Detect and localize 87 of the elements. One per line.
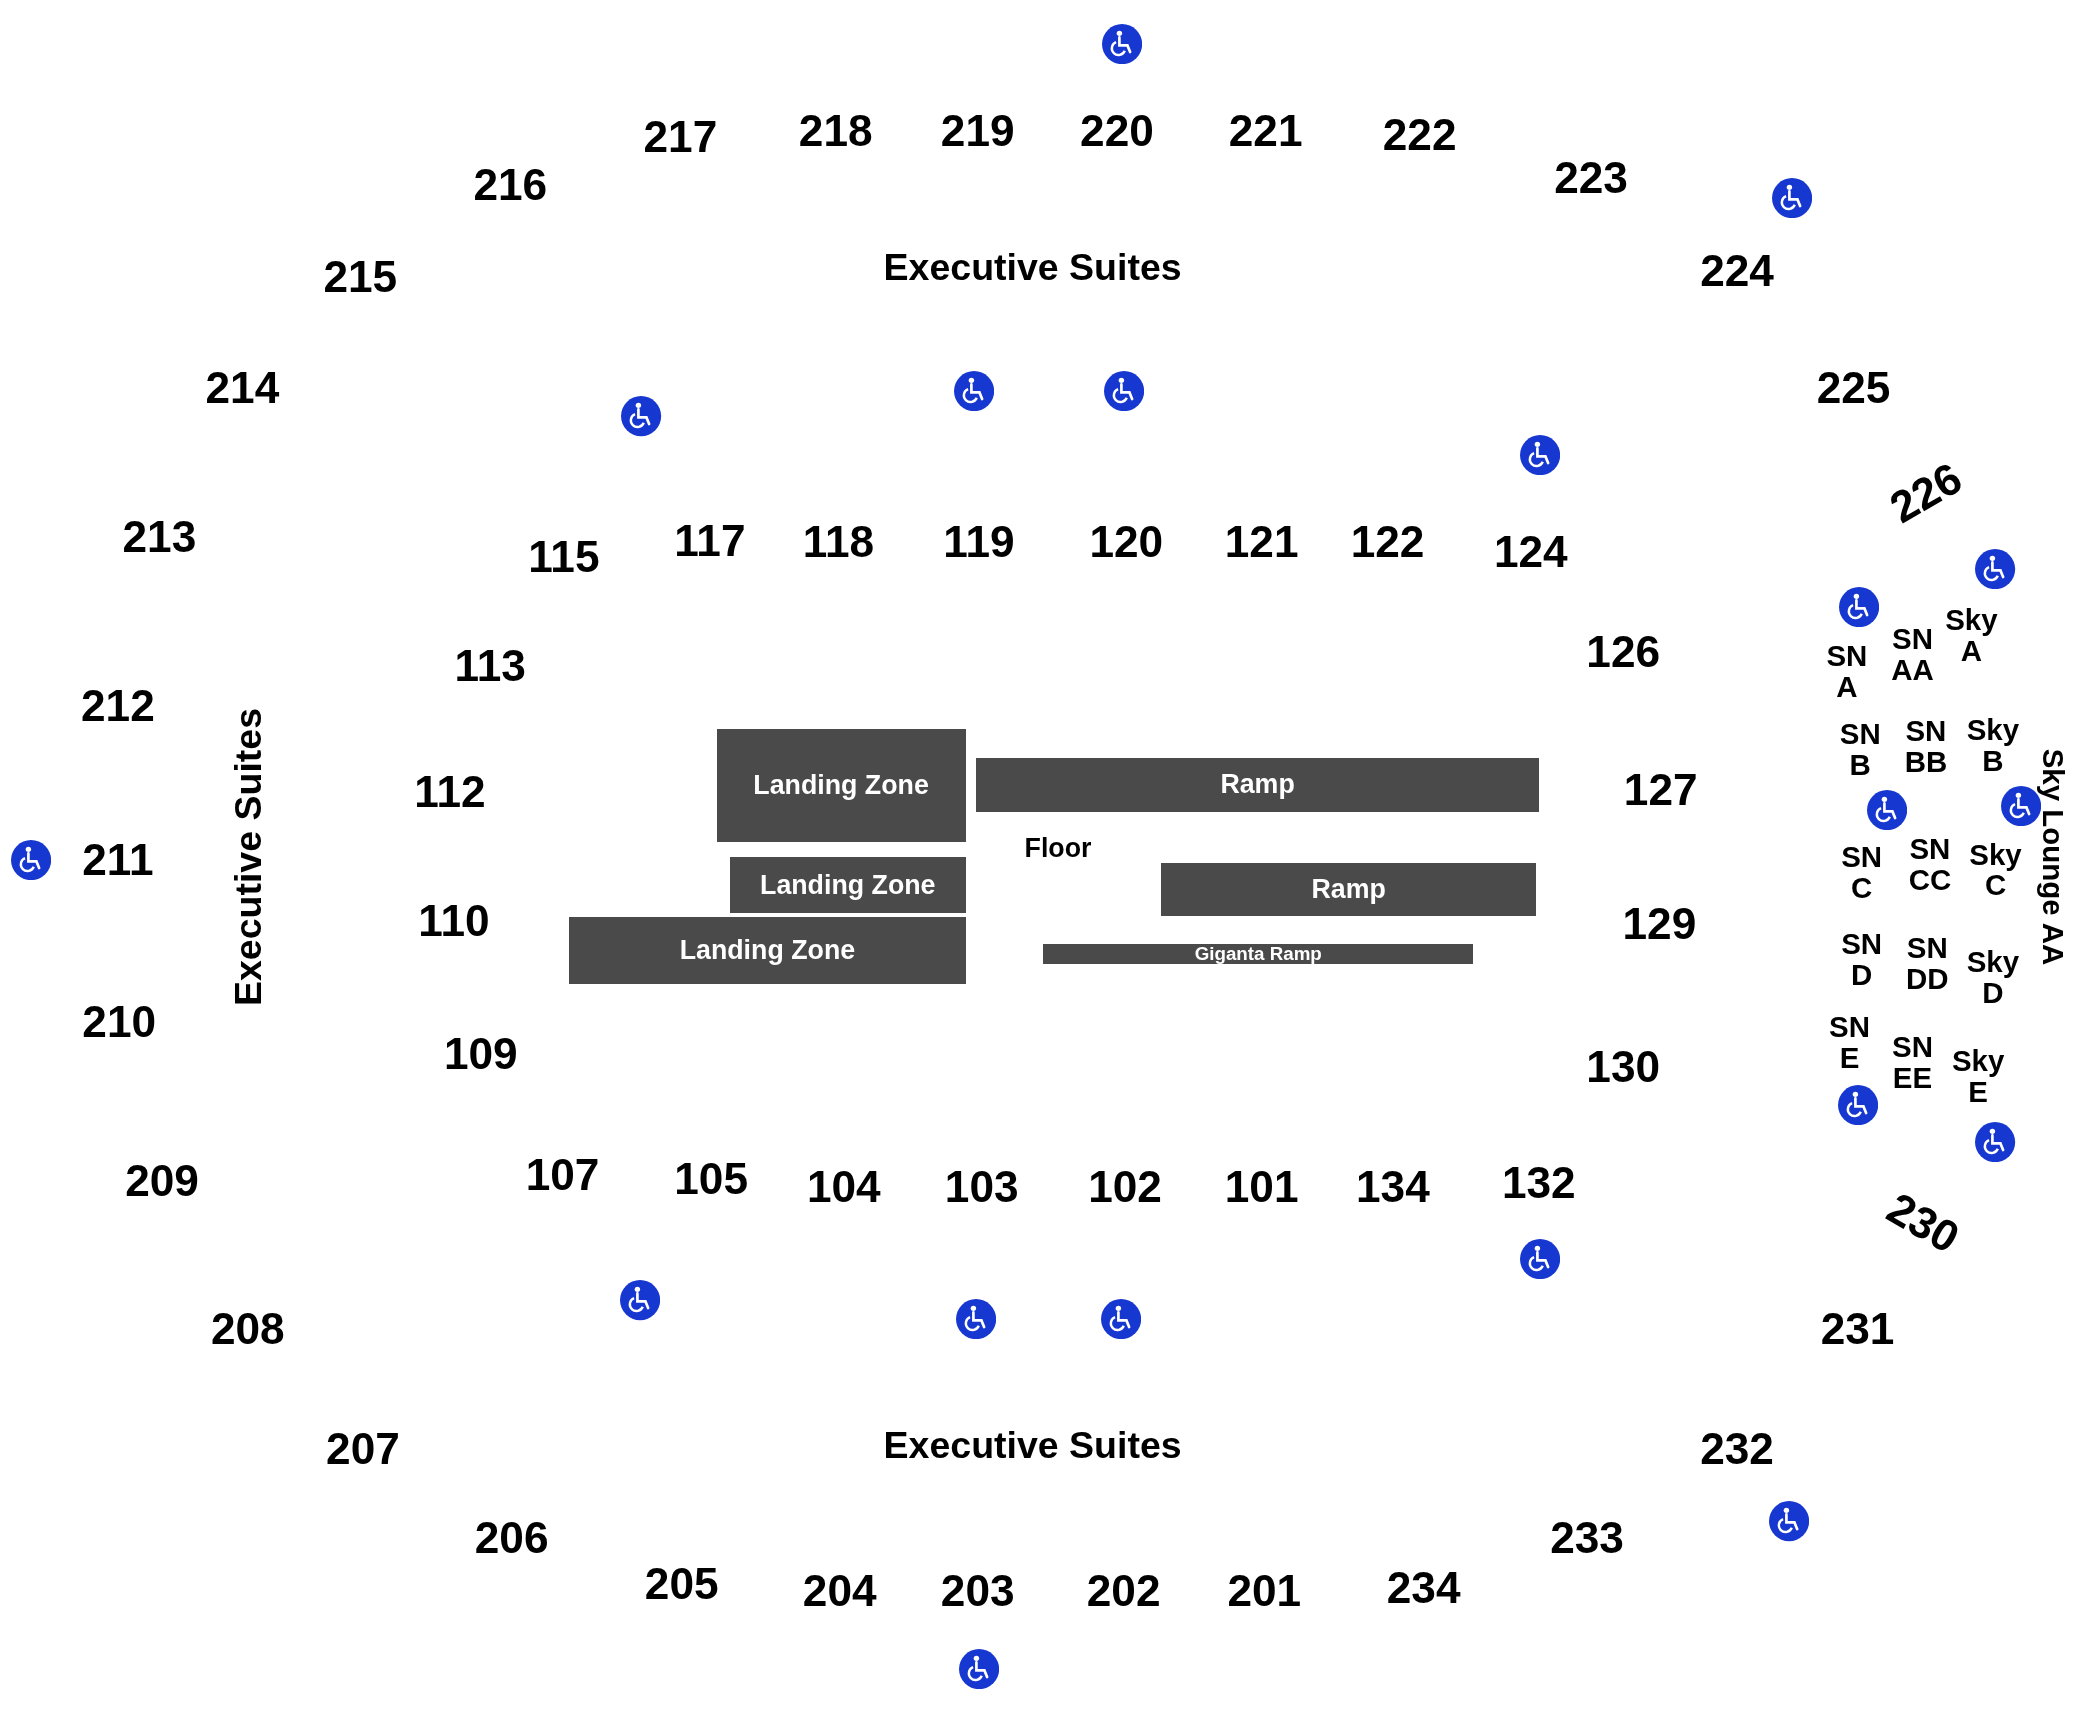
section-number: 206 xyxy=(474,1514,549,1561)
section-number: 202 xyxy=(1086,1567,1161,1615)
section-number: 126 xyxy=(1586,629,1661,676)
section-number: 130 xyxy=(1586,1044,1661,1091)
box-label: SN DD xyxy=(1905,933,1949,996)
box-label: SN AA xyxy=(1891,623,1934,686)
section-number: 230 xyxy=(1879,1184,1967,1262)
section-number: 118 xyxy=(802,519,875,566)
section-number: 203 xyxy=(940,1567,1015,1615)
section-number: 113 xyxy=(454,642,526,689)
box-label: Sky C xyxy=(1969,839,2022,902)
section-number: 217 xyxy=(643,113,718,160)
floor-area-block xyxy=(1043,944,1474,965)
box-label: SN B xyxy=(1839,719,1881,781)
section-number: 208 xyxy=(210,1305,285,1352)
section-number: 215 xyxy=(323,254,398,301)
section-number: 224 xyxy=(1700,247,1774,294)
section-number: 204 xyxy=(802,1567,877,1615)
section-number: 216 xyxy=(473,161,548,208)
section-number: 110 xyxy=(418,898,490,945)
section-number: 132 xyxy=(1501,1159,1576,1206)
section-number: 105 xyxy=(674,1155,748,1202)
section-number: 127 xyxy=(1623,766,1698,814)
section-number: 117 xyxy=(674,517,746,565)
section-number: 219 xyxy=(940,108,1015,155)
floor-area-block xyxy=(1161,862,1537,917)
box-label: SN D xyxy=(1841,929,1883,992)
section-number: 102 xyxy=(1088,1163,1162,1210)
box-label: SN A xyxy=(1826,641,1868,704)
section-number: 205 xyxy=(644,1561,719,1608)
area-label: Landing Zone xyxy=(760,869,936,901)
section-number: 121 xyxy=(1224,519,1299,566)
box-label: SN C xyxy=(1841,842,1883,905)
area-label: Executive Suites xyxy=(883,248,1182,288)
section-number: 109 xyxy=(443,1030,518,1078)
section-number: 212 xyxy=(81,682,155,729)
section-number: 231 xyxy=(1820,1305,1895,1352)
area-label: Ramp xyxy=(1311,873,1386,905)
area-label: Ramp xyxy=(1220,769,1295,801)
section-number: 232 xyxy=(1700,1425,1774,1473)
area-label: Giganta Ramp xyxy=(1194,943,1322,966)
area-label: Sky Lounge AA xyxy=(2037,748,2069,966)
section-number: 213 xyxy=(122,513,197,561)
floor-area-block xyxy=(729,857,966,914)
area-label: Floor xyxy=(1024,833,1092,862)
section-number: 104 xyxy=(806,1163,881,1210)
area-label: Landing Zone xyxy=(753,769,929,801)
section-number: 209 xyxy=(125,1158,199,1205)
section-number: 124 xyxy=(1493,528,1568,575)
floor-area-block xyxy=(569,917,966,985)
box-label: Sky E xyxy=(1951,1045,2005,1108)
section-number: 221 xyxy=(1228,108,1303,155)
section-number: 103 xyxy=(944,1163,1019,1210)
box-label: Sky A xyxy=(1945,605,1998,668)
section-number: 134 xyxy=(1356,1163,1430,1210)
section-number: 112 xyxy=(414,768,486,815)
box-label: Sky D xyxy=(1966,946,2020,1009)
section-number: 222 xyxy=(1382,112,1457,159)
box-label: SN CC xyxy=(1908,834,1952,897)
section-number: 101 xyxy=(1224,1163,1299,1210)
floor-area-block xyxy=(716,728,966,843)
floor-area-block xyxy=(976,758,1539,812)
box-label: Sky B xyxy=(1966,715,2020,777)
section-number: 218 xyxy=(798,108,873,155)
section-number: 210 xyxy=(82,998,157,1046)
section-number: 207 xyxy=(326,1425,400,1473)
section-number: 226 xyxy=(1882,454,1970,532)
section-number: 115 xyxy=(528,533,600,581)
box-label: SN E xyxy=(1829,1012,1870,1075)
section-number: 220 xyxy=(1080,108,1154,155)
section-number: 120 xyxy=(1089,519,1164,566)
section-number: 211 xyxy=(82,836,154,883)
section-number: 234 xyxy=(1386,1565,1461,1612)
section-number: 214 xyxy=(205,365,280,412)
section-number: 119 xyxy=(943,519,1015,566)
section-number: 107 xyxy=(525,1151,600,1198)
section-number: 122 xyxy=(1350,519,1425,566)
area-label: Executive Suites xyxy=(229,708,269,1007)
area-label: Landing Zone xyxy=(679,935,856,967)
section-number: 129 xyxy=(1622,900,1697,948)
box-label: SN EE xyxy=(1892,1032,1933,1095)
section-number: 201 xyxy=(1227,1567,1302,1615)
section-number: 223 xyxy=(1554,154,1628,202)
box-label: SN BB xyxy=(1904,716,1948,779)
section-number: 233 xyxy=(1550,1514,1624,1561)
section-number: 225 xyxy=(1816,365,1891,412)
area-label: Executive Suites xyxy=(883,1426,1182,1467)
